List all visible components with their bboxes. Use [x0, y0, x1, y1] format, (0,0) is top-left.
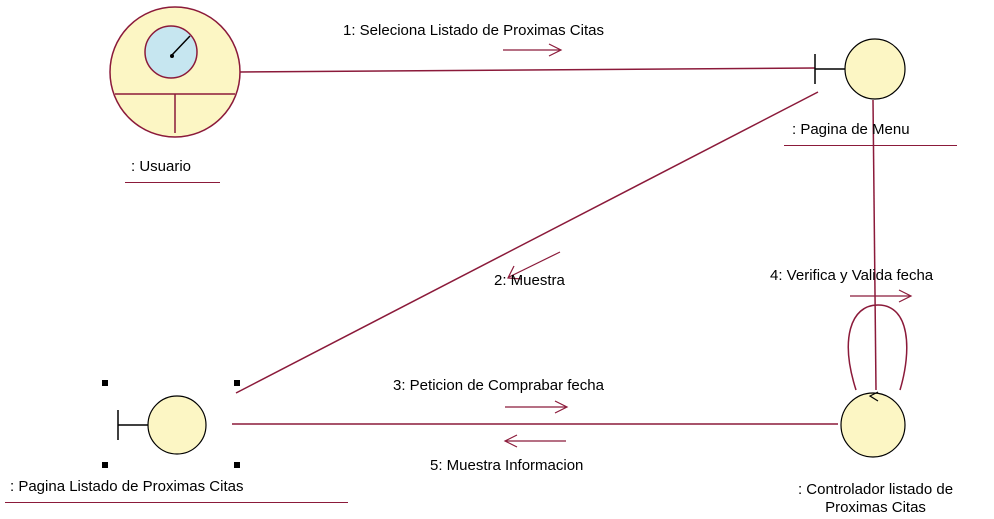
- message-arrow-4: [850, 289, 913, 303]
- usuario-underline: [125, 182, 220, 183]
- usuario-label: : Usuario: [131, 158, 192, 175]
- link-menu-listado: [235, 91, 819, 394]
- message-label-3: 3: Peticion de Comprabar fecha: [393, 377, 604, 394]
- controlador-control-icon[interactable]: [840, 391, 906, 458]
- message-label-5: 5: Muestra Informacion: [430, 457, 584, 474]
- pagina-menu-underline: [784, 145, 957, 146]
- pagina-listado-underline: [5, 502, 348, 503]
- link-menu-controlador: [872, 99, 877, 391]
- message-arrow-2: [507, 251, 561, 280]
- selection-handle[interactable]: [102, 462, 108, 468]
- message-arrow-3: [505, 400, 569, 414]
- pagina-menu-label: : Pagina de Menu: [792, 121, 910, 138]
- selection-handle[interactable]: [102, 380, 108, 386]
- pagina-listado-label: : Pagina Listado de Proximas Citas: [10, 478, 244, 495]
- pagina-menu-boundary-icon[interactable]: [814, 38, 906, 100]
- selection-handle[interactable]: [234, 380, 240, 386]
- pagina-listado-boundary-icon[interactable]: [117, 395, 207, 455]
- message-label-1: 1: Seleciona Listado de Proximas Citas: [343, 22, 604, 39]
- controlador-label-line2: Proximas Citas: [825, 499, 926, 516]
- message-arrow-1: [503, 43, 563, 57]
- controlador-label-line1: : Controlador listado de: [797, 481, 954, 498]
- usuario-actor-icon[interactable]: [109, 6, 241, 138]
- selection-handle[interactable]: [234, 462, 240, 468]
- message-label-2: 2: Muestra: [494, 272, 565, 289]
- controlador-label: : Controlador listado de Proximas Citas: [768, 481, 983, 517]
- link-usuario-menu: [239, 67, 816, 73]
- message-arrow-5: [503, 434, 566, 448]
- self-loop-controlador: [847, 304, 908, 391]
- message-label-4: 4: Verifica y Valida fecha: [770, 267, 934, 284]
